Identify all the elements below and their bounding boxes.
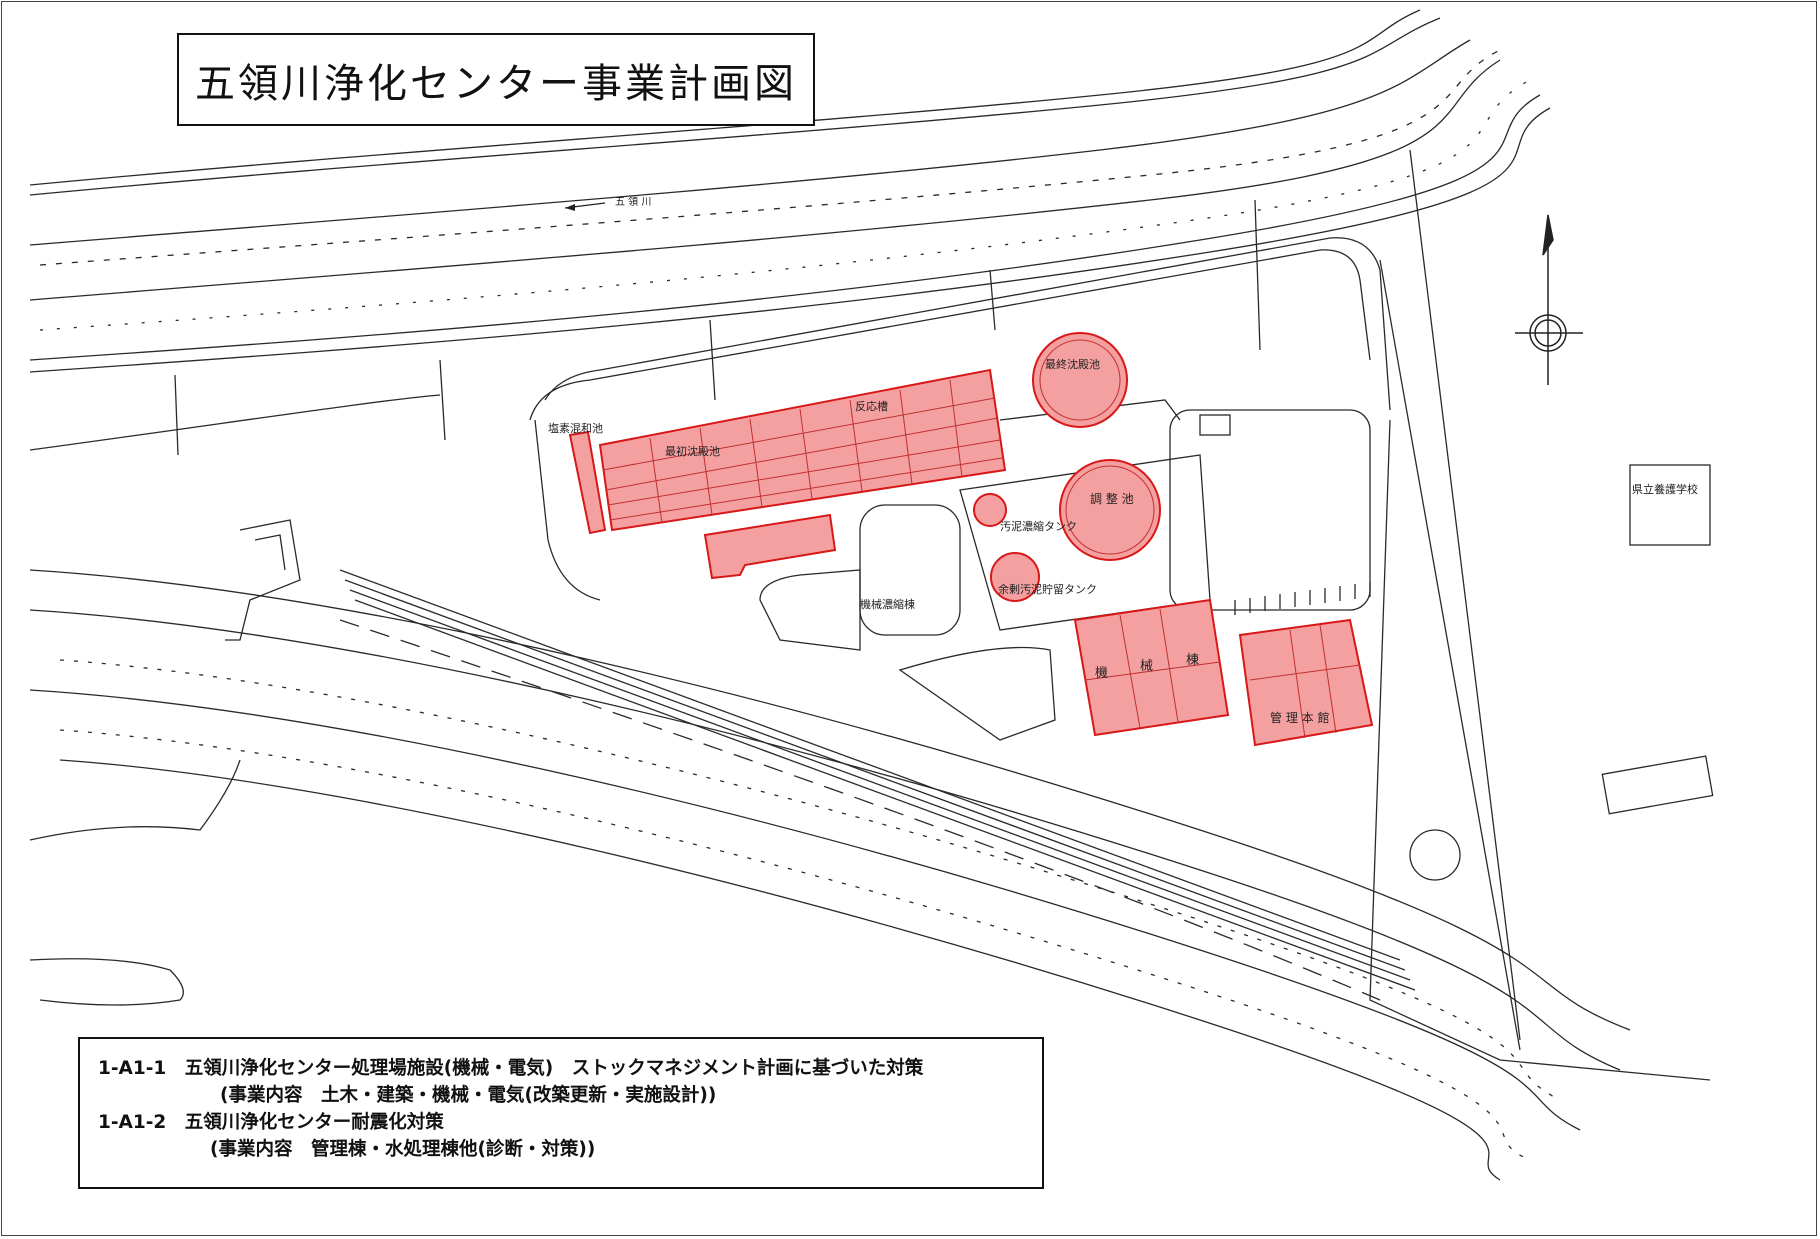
parcel-line xyxy=(439,359,446,441)
highway-line xyxy=(349,589,1411,981)
river-bank-line xyxy=(29,107,1551,373)
title-box: 五領川浄化センター事業計画図 xyxy=(177,33,815,126)
river-bank-line xyxy=(29,17,1441,196)
parcel-line xyxy=(989,269,996,331)
site-road xyxy=(534,419,601,601)
highway-line xyxy=(344,579,1406,971)
parcel-line xyxy=(1254,199,1261,351)
label-admin-building: 管 理 本 館 xyxy=(1270,710,1329,725)
label-reaction-tank: 反応槽 xyxy=(855,399,888,413)
site-road xyxy=(1369,419,1711,1081)
river-bank-line xyxy=(29,94,1541,361)
legend-line-3: 1-A1-2 五領川浄化センター耐震化対策 xyxy=(98,1112,444,1133)
regulating-pond xyxy=(1059,459,1161,561)
label-mechanical-thickening: 機械濃縮棟 xyxy=(860,597,915,611)
small-structure xyxy=(1199,414,1231,436)
highway-line xyxy=(29,609,1621,1071)
label-sludge-thickener: 汚泥濃縮タンク xyxy=(1000,519,1077,533)
parcel-line xyxy=(709,319,716,401)
highway-line xyxy=(354,599,1416,991)
school-annex xyxy=(1601,755,1714,815)
site-road xyxy=(529,249,1371,421)
site-road xyxy=(1379,259,1521,1051)
round-pond xyxy=(1409,829,1461,881)
label-regulating-pond: 調 整 池 xyxy=(1090,491,1134,506)
shore-line xyxy=(29,958,184,1006)
label-final-settling: 最終沈殿池 xyxy=(1045,357,1100,371)
internal-road xyxy=(898,646,1056,741)
label-machine-building-1: 機 xyxy=(1095,666,1108,681)
chlorine-contact-tank xyxy=(568,430,607,535)
parking-lot xyxy=(1234,582,1371,615)
annex-building xyxy=(703,513,837,580)
highway-line xyxy=(339,569,1401,961)
highway-line xyxy=(59,759,1501,1181)
label-school: 県立養護学校 xyxy=(1632,482,1698,496)
river-bank-line xyxy=(29,39,1471,246)
admin-building xyxy=(1238,618,1374,747)
legend-line-2: (事業内容 土木・建築・機械・電気(改築更新・実施設計)) xyxy=(220,1085,717,1106)
internal-road xyxy=(1169,409,1371,611)
highway-line xyxy=(59,659,1561,1101)
machine-building xyxy=(1073,598,1230,737)
parcel-line xyxy=(29,394,441,451)
internal-road xyxy=(759,569,861,651)
final-settling-pond xyxy=(1032,332,1128,428)
parcel-line xyxy=(174,374,179,456)
sludge-thickener-tank xyxy=(973,493,1007,527)
river-label-group: 五 領 川 xyxy=(564,195,651,211)
school-building xyxy=(1629,464,1711,546)
label-machine-building-2: 械 xyxy=(1140,659,1153,674)
label-chlorine-contact: 塩素混和池 xyxy=(548,421,603,435)
highway-line xyxy=(29,689,1581,1131)
north-arrow-icon xyxy=(1515,214,1583,385)
shore-line xyxy=(29,759,241,841)
river-label: 五 領 川 xyxy=(615,195,651,208)
legend-line-4: (事業内容 管理棟・水処理棟他(診断・対策)) xyxy=(210,1139,596,1160)
label-sludge-storage: 余剰汚泥貯留タンク xyxy=(998,582,1097,596)
dike-texture xyxy=(39,79,1531,331)
bridge-structure xyxy=(225,519,301,641)
legend-box: 1-A1-1 五領川浄化センター処理場施設(機械・電気) ストックマネジメント計… xyxy=(78,1037,1044,1189)
label-first-settling: 最初沈殿池 xyxy=(665,444,720,458)
highway-line xyxy=(339,619,1381,1001)
sludge-storage-tank xyxy=(990,552,1040,602)
site-road xyxy=(544,237,1391,411)
label-machine-building-3: 棟 xyxy=(1186,653,1199,668)
highway-line xyxy=(59,729,1531,1161)
map-title: 五領川浄化センター事業計画図 xyxy=(195,60,797,107)
site-road xyxy=(1409,149,1521,1041)
internal-road xyxy=(859,504,961,636)
dike-texture xyxy=(39,49,1501,266)
river-bank-line xyxy=(29,9,1421,186)
legend-line-1: 1-A1-1 五領川浄化センター処理場施設(機械・電気) ストックマネジメント計… xyxy=(98,1058,924,1079)
bridge-structure xyxy=(254,534,286,571)
river-bank-line xyxy=(29,59,1501,301)
highway-line xyxy=(29,569,1631,1031)
tank-compartment-lines xyxy=(602,379,1361,739)
